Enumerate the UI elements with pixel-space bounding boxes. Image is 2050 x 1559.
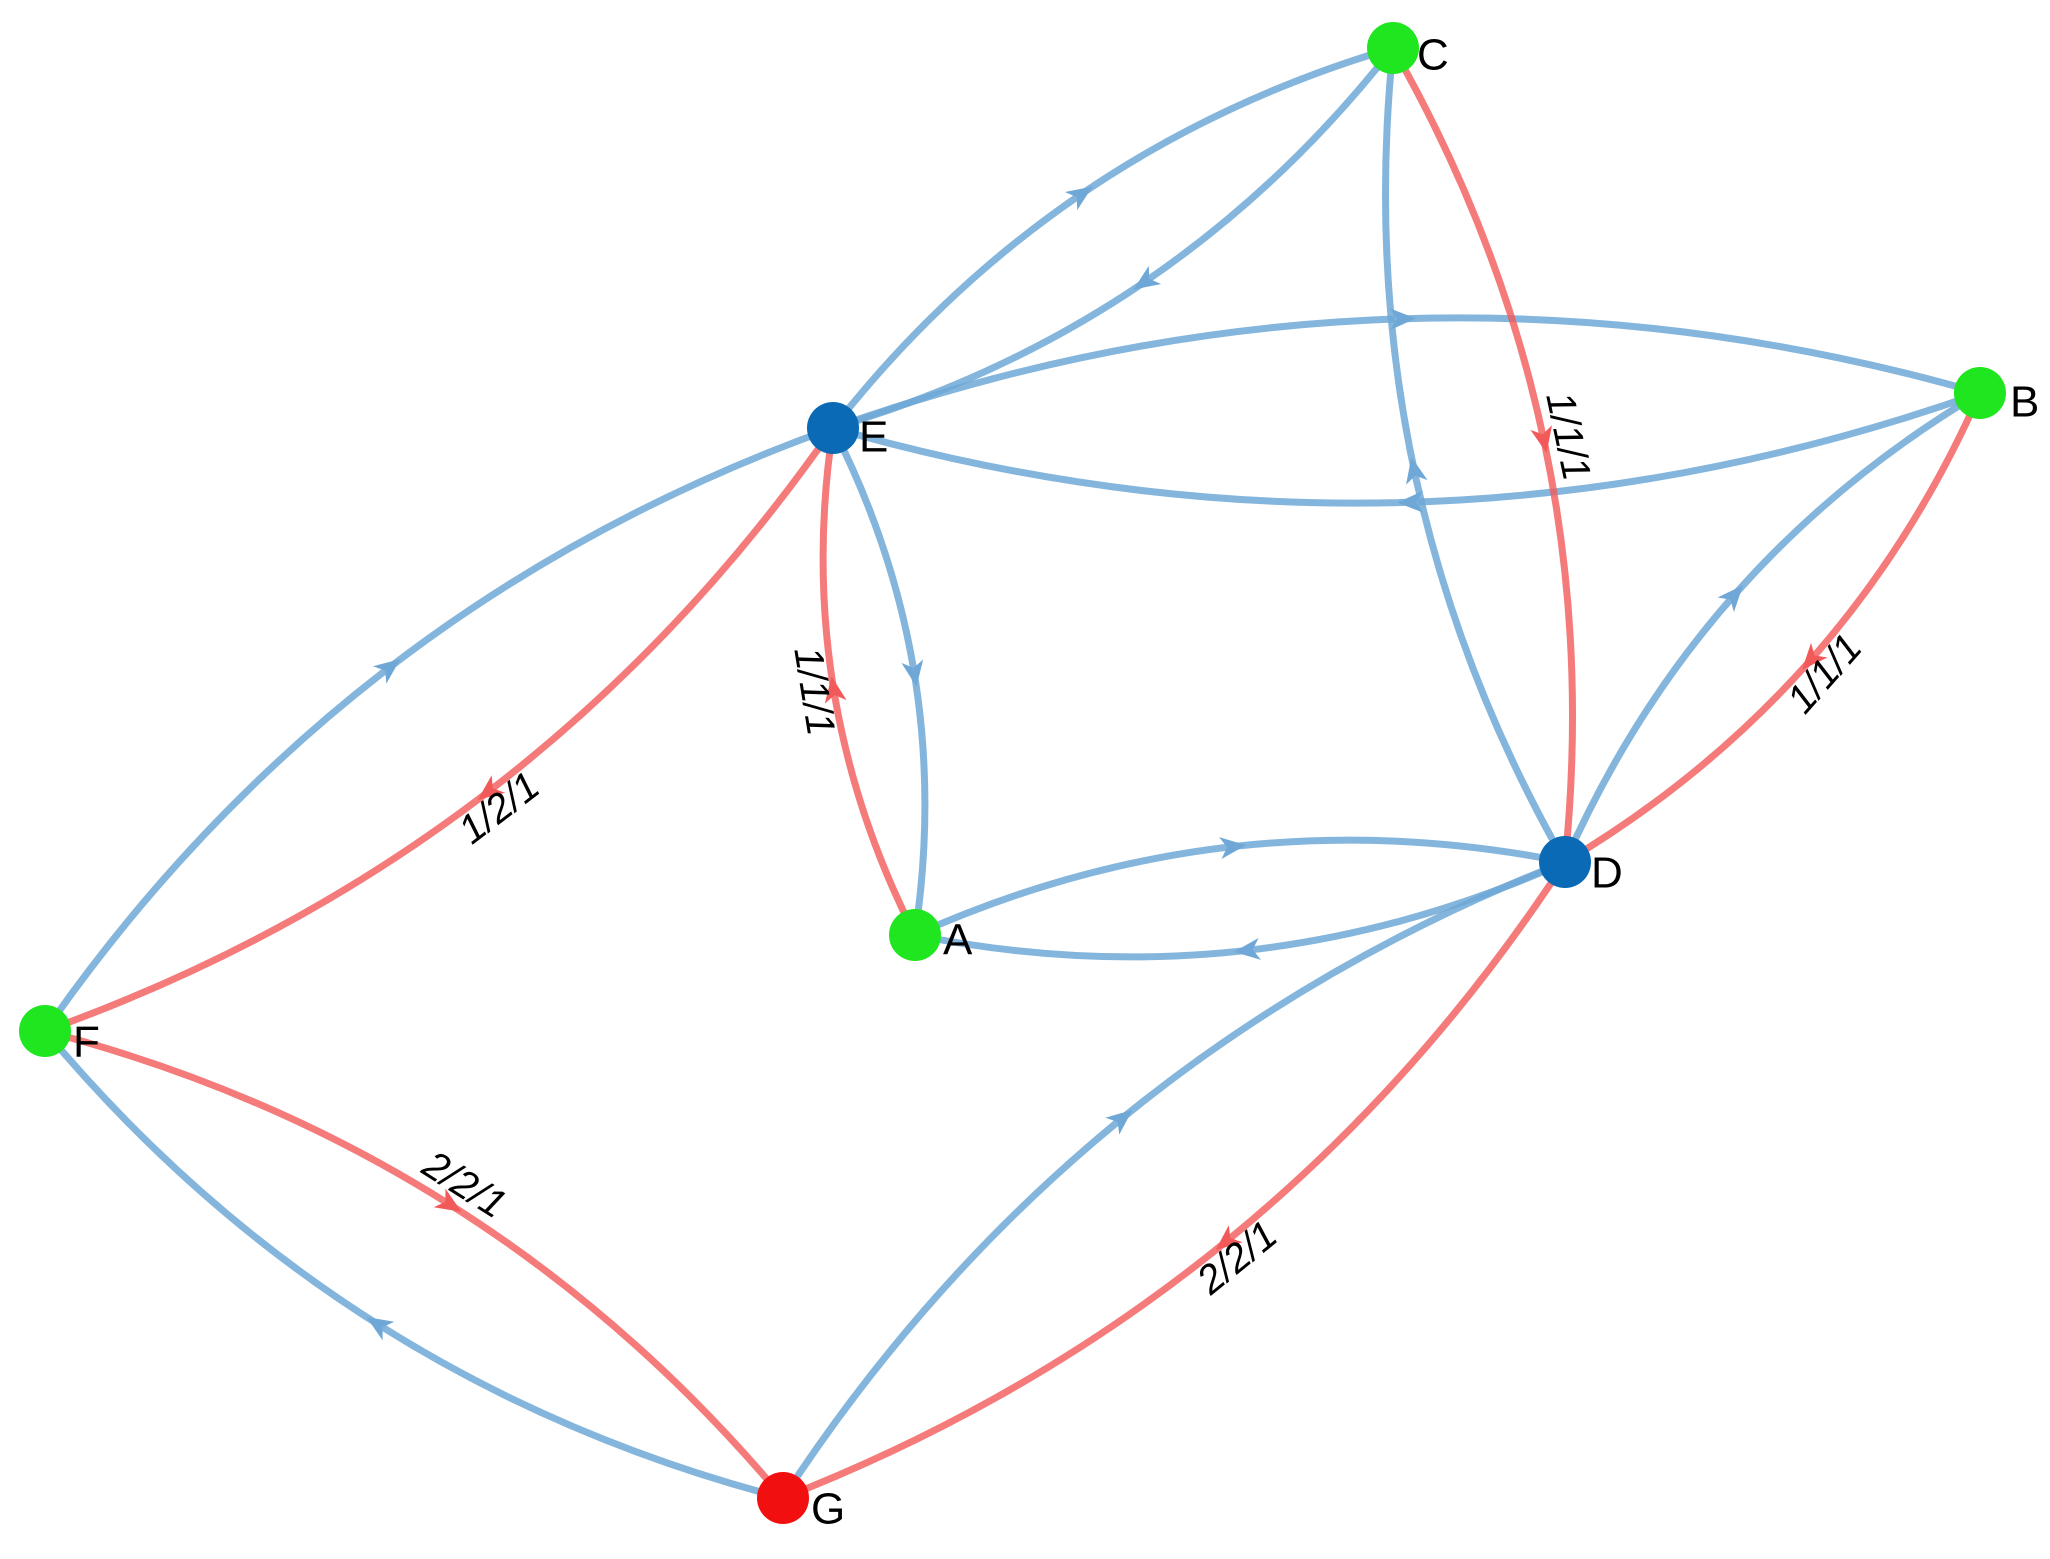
node-label-E: E	[859, 413, 888, 462]
edge-B-D	[1561, 389, 1984, 866]
node-label-D: D	[1591, 849, 1623, 898]
edge-C-E	[829, 44, 1397, 432]
edge-G-F	[41, 1027, 787, 1502]
node-label-G: G	[811, 1485, 845, 1534]
edge-labels-layer: 1/1/11/1/11/1/11/2/12/2/12/2/1	[414, 388, 1870, 1303]
node-label-B: B	[2010, 378, 2039, 427]
arrow-icon-E-F	[477, 775, 506, 800]
node-E	[807, 402, 859, 454]
arrow-icon-E-C	[1064, 186, 1093, 211]
arrow-icon-E-A	[901, 659, 924, 687]
arrow-icon-E-B	[1389, 308, 1416, 331]
edge-label: 1/1/1	[785, 644, 843, 739]
edge-label: 1/2/1	[450, 764, 547, 853]
arrow-icon-D-C	[1406, 457, 1428, 485]
edge-C-D	[1389, 44, 1577, 866]
edge-label: 1/1/1	[1779, 626, 1871, 722]
edge-E-F	[41, 424, 837, 1035]
arrow-icon-G-D	[1105, 1109, 1133, 1135]
node-G	[757, 1472, 809, 1524]
node-D	[1539, 836, 1591, 888]
arrow-icon-G-F	[366, 1317, 395, 1341]
edge-A-D	[911, 836, 1569, 939]
arrow-icon-F-G	[433, 1188, 462, 1212]
nodes-layer: A B C D E F G	[19, 22, 2039, 1534]
arrow-icon-C-D	[1530, 425, 1552, 453]
arrow-icon-C-E	[1133, 265, 1162, 290]
edge-label: 2/2/1	[1188, 1213, 1286, 1304]
arrow-icon-D-A	[1233, 938, 1261, 960]
edge-D-B	[1561, 389, 1984, 866]
edge-F-E	[41, 424, 837, 1035]
edge-F-G	[41, 1027, 787, 1502]
arrow-icon-B-D	[1802, 642, 1828, 670]
edge-D-A	[911, 858, 1569, 961]
arrow-icon-D-G	[1215, 1225, 1243, 1251]
node-C	[1367, 22, 1419, 74]
node-label-F: F	[73, 1018, 100, 1067]
node-label-A: A	[943, 916, 973, 965]
edges-layer	[41, 44, 1984, 1502]
arrow-icon-A-D	[1219, 837, 1247, 859]
node-F	[19, 1005, 71, 1057]
node-label-C: C	[1417, 31, 1449, 80]
arrow-icon-A-E	[824, 676, 847, 704]
edge-E-C	[829, 44, 1397, 432]
arrow-icon-F-E	[372, 659, 401, 684]
node-B	[1954, 367, 2006, 419]
node-A	[889, 909, 941, 961]
edge-D-C	[1381, 44, 1569, 866]
arrow-icon-D-B	[1717, 585, 1743, 613]
